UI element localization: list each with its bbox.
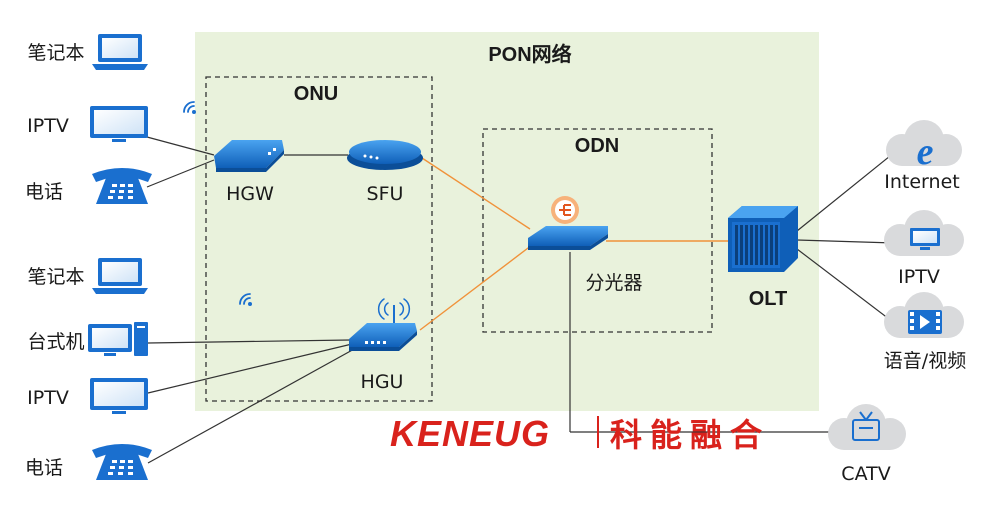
- odn-title: ODN: [575, 135, 619, 157]
- catv-cloud-icon: [828, 404, 906, 450]
- voice-video-label: 语音/视频: [884, 350, 966, 372]
- internet-label: Internet: [884, 171, 959, 193]
- splitter-device-icon: [528, 226, 608, 250]
- notebook-1-label: 笔记本: [27, 42, 84, 64]
- desktop-computer-icon: [88, 322, 148, 356]
- olt-rack-icon: [728, 206, 798, 272]
- hgw-gateway-icon: [214, 140, 284, 172]
- notebook-2-label: 笔记本: [27, 266, 84, 288]
- copper-links: [146, 136, 896, 464]
- hgu-label: HGU: [361, 371, 404, 393]
- catv-label: CATV: [841, 463, 890, 485]
- telephone-icon: [92, 168, 152, 204]
- tv-icon: [90, 378, 148, 414]
- iptv-1-label: IPTV: [27, 115, 69, 137]
- pon-network-title: PON网络: [488, 42, 571, 66]
- splitter-badge-icon: [551, 196, 579, 224]
- sfu-modem-icon: [347, 140, 423, 170]
- onu-title: ONU: [294, 83, 338, 105]
- desktop-label: 台式机: [27, 331, 84, 353]
- wifi-signal-icon: [183, 101, 196, 114]
- phone-1-label: 电话: [25, 181, 63, 203]
- fiber-links: [419, 157, 730, 331]
- brand-name: KENEUG: [390, 413, 550, 454]
- internet-cloud-icon: e: [886, 120, 962, 173]
- pon-network-zone: [195, 32, 819, 411]
- iptv-cloud-icon: [884, 210, 964, 256]
- laptop-icon: [92, 34, 148, 70]
- hgu-router-icon: [349, 298, 417, 351]
- splitter-label: 分光器: [585, 272, 642, 294]
- video-cloud-icon: [884, 292, 964, 338]
- svg-text:e: e: [917, 131, 934, 173]
- onu-box: [205, 76, 433, 402]
- hgw-label: HGW: [226, 183, 274, 205]
- iptv-service-label: IPTV: [898, 266, 940, 288]
- olt-label: OLT: [749, 288, 788, 310]
- phone-2-label: 电话: [25, 457, 63, 479]
- sfu-label: SFU: [367, 183, 404, 205]
- keneug-logo: KENEUG 科能融合: [390, 413, 770, 454]
- brand-cn: 科能融合: [610, 416, 770, 454]
- tv-icon: [90, 106, 148, 142]
- iptv-2-label: IPTV: [27, 387, 69, 409]
- wifi-signal-icon: [239, 293, 252, 306]
- laptop-icon: [92, 258, 148, 294]
- telephone-icon: [92, 444, 152, 480]
